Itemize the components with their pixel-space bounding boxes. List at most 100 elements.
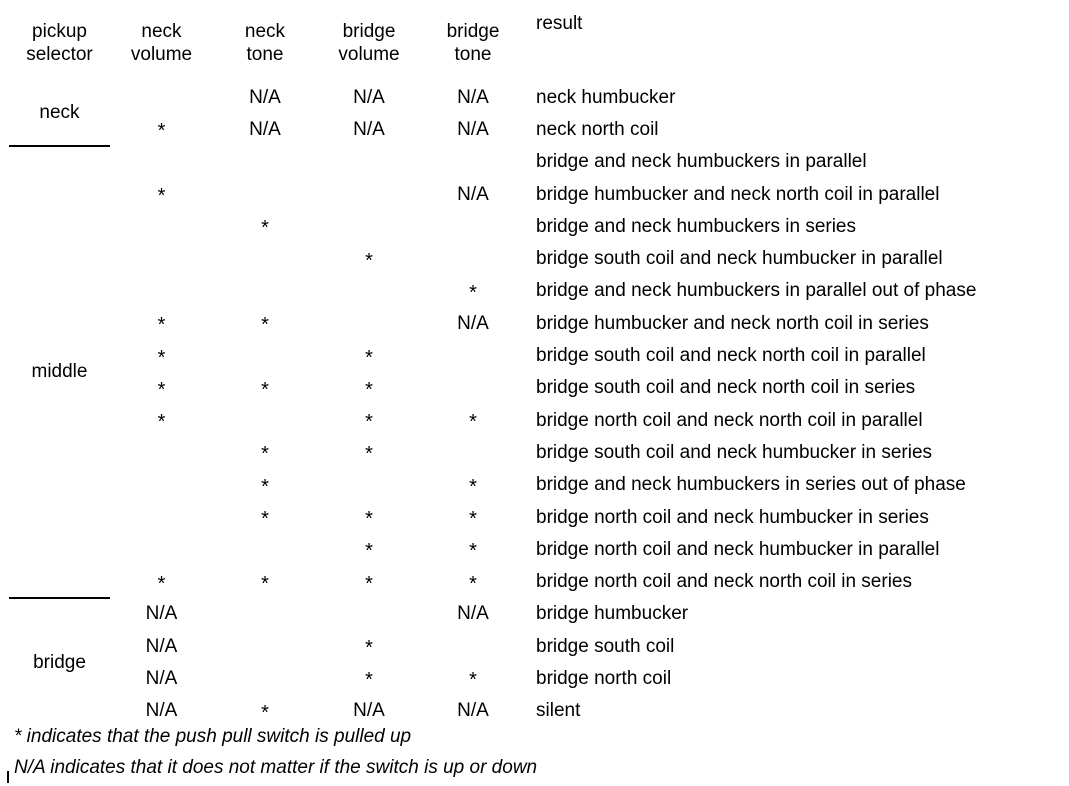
na-mark: N/A — [145, 700, 178, 722]
switch-cell-bridge-volume — [317, 598, 421, 630]
table-row: **bridge south coil and neck humbucker i… — [9, 436, 1060, 468]
switch-cell-bridge-tone: N/A — [421, 113, 525, 145]
switch-cell-neck-tone: * — [213, 436, 317, 468]
table-row: N/A*bridge south coil — [9, 630, 1060, 662]
asterisk-mark: * — [157, 378, 166, 401]
asterisk-mark: * — [261, 378, 269, 401]
switch-cell-neck-volume — [110, 210, 213, 242]
column-header-line2: selector — [26, 43, 93, 65]
footnote-asterisk: * indicates that the push pull switch is… — [14, 726, 412, 747]
switch-cell-bridge-volume — [317, 469, 421, 501]
asterisk-mark: * — [157, 185, 166, 208]
switch-cell-neck-volume — [110, 242, 213, 274]
switch-cell-bridge-tone: * — [421, 662, 525, 694]
switch-cell-bridge-volume: * — [317, 533, 421, 565]
switch-cell-neck-tone: * — [213, 210, 317, 242]
switch-cell-neck-volume: * — [110, 113, 213, 145]
asterisk-mark: * — [157, 120, 166, 143]
switch-cell-bridge-volume: N/A — [317, 113, 421, 145]
asterisk-mark: * — [469, 281, 477, 304]
table-row: * * bridge and neck humbuckers in series o… — [9, 469, 1060, 501]
table-row: ***bridge south coil and neck north coil… — [9, 372, 1060, 404]
asterisk-mark: * — [469, 540, 477, 563]
switch-cell-neck-volume — [110, 275, 213, 307]
na-mark: N/A — [353, 118, 385, 140]
asterisk-mark: * — [469, 572, 477, 595]
switch-cell-neck-volume: N/A — [110, 662, 213, 694]
switch-cell-bridge-tone — [421, 436, 525, 468]
switch-cell-bridge-tone: N/A — [421, 178, 525, 210]
switch-cell-neck-tone — [213, 533, 317, 565]
na-mark: N/A — [457, 86, 489, 108]
column-header-line1: neck — [244, 21, 286, 43]
selector-cell-neck: neck — [9, 81, 110, 147]
switch-cell-bridge-volume: * — [317, 565, 421, 597]
column-header-result: result — [536, 13, 583, 34]
asterisk-mark: * — [261, 443, 269, 466]
table-row: **bridge north coil and neck humbucker i… — [9, 533, 1060, 565]
table-row: *bridge and neck humbuckers in parallel … — [9, 275, 1060, 307]
selector-label: bridge — [33, 652, 86, 674]
na-mark: N/A — [457, 312, 489, 334]
page-edge-tick — [7, 771, 9, 783]
table-row: N/A**bridge north coil — [9, 662, 1060, 694]
asterisk-mark: * — [261, 475, 269, 498]
switch-cell-neck-tone — [213, 178, 317, 210]
switch-cell-neck-tone: * — [213, 565, 317, 597]
switch-cell-bridge-volume: N/A — [317, 695, 421, 727]
column-header-line2: volume — [338, 43, 400, 65]
result-cell: bridge and neck humbuckers in series out… — [536, 474, 966, 496]
switch-cell-neck-volume: * — [110, 178, 213, 210]
switch-cell-bridge-tone — [421, 210, 525, 242]
asterisk-mark: * — [261, 314, 269, 337]
switch-cell-bridge-volume: * — [317, 404, 421, 436]
switch-cell-neck-volume: * — [110, 339, 213, 371]
selector-cell-middle: middle — [9, 145, 110, 599]
switch-cell-bridge-volume: N/A — [317, 81, 421, 113]
switch-cell-bridge-tone: * — [421, 565, 525, 597]
column-header-line1: bridge — [446, 21, 500, 43]
asterisk-mark: * — [365, 508, 373, 530]
asterisk-mark: * — [469, 475, 477, 498]
result-cell: neck north coil — [536, 118, 659, 140]
switch-cell-bridge-tone: N/A — [421, 81, 525, 113]
switch-cell-bridge-tone — [421, 372, 525, 404]
switch-cell-neck-tone — [213, 598, 317, 630]
switch-cell-neck-tone: * — [213, 372, 317, 404]
table-row: **bridge south coil and neck north coil … — [9, 339, 1060, 371]
footnotes: * indicates that the push pull switch is… — [14, 722, 1054, 784]
result-cell: bridge south coil — [536, 635, 675, 657]
switch-cell-bridge-volume — [317, 146, 421, 178]
switch-cell-bridge-volume: * — [317, 630, 421, 662]
na-mark: N/A — [249, 86, 281, 108]
switch-cell-bridge-tone — [421, 630, 525, 662]
switch-cell-bridge-volume — [317, 178, 421, 210]
switch-cell-neck-tone — [213, 275, 317, 307]
switch-cell-neck-volume: N/A — [110, 598, 213, 630]
result-cell: neck humbucker — [536, 86, 676, 108]
switch-cell-bridge-volume: * — [317, 372, 421, 404]
switch-cell-bridge-volume — [317, 210, 421, 242]
column-header-line2: volume — [130, 43, 193, 65]
asterisk-mark: * — [469, 669, 477, 692]
switch-cell-neck-volume: N/A — [110, 695, 213, 727]
table-row: *bridge south coil and neck humbucker in… — [9, 242, 1060, 274]
switch-cell-neck-tone — [213, 339, 317, 371]
result-cell: bridge north coil and neck north coil in… — [536, 409, 923, 431]
asterisk-mark: * — [261, 217, 269, 240]
asterisk-mark: * — [261, 701, 269, 724]
column-header-line1: neck — [141, 21, 182, 43]
selector-label: neck — [39, 102, 80, 124]
switch-cell-neck-volume — [110, 146, 213, 178]
switch-cell-neck-tone — [213, 242, 317, 274]
asterisk-mark: * — [157, 314, 166, 337]
switch-cell-bridge-tone: N/A — [421, 695, 525, 727]
asterisk-mark: * — [261, 572, 269, 595]
